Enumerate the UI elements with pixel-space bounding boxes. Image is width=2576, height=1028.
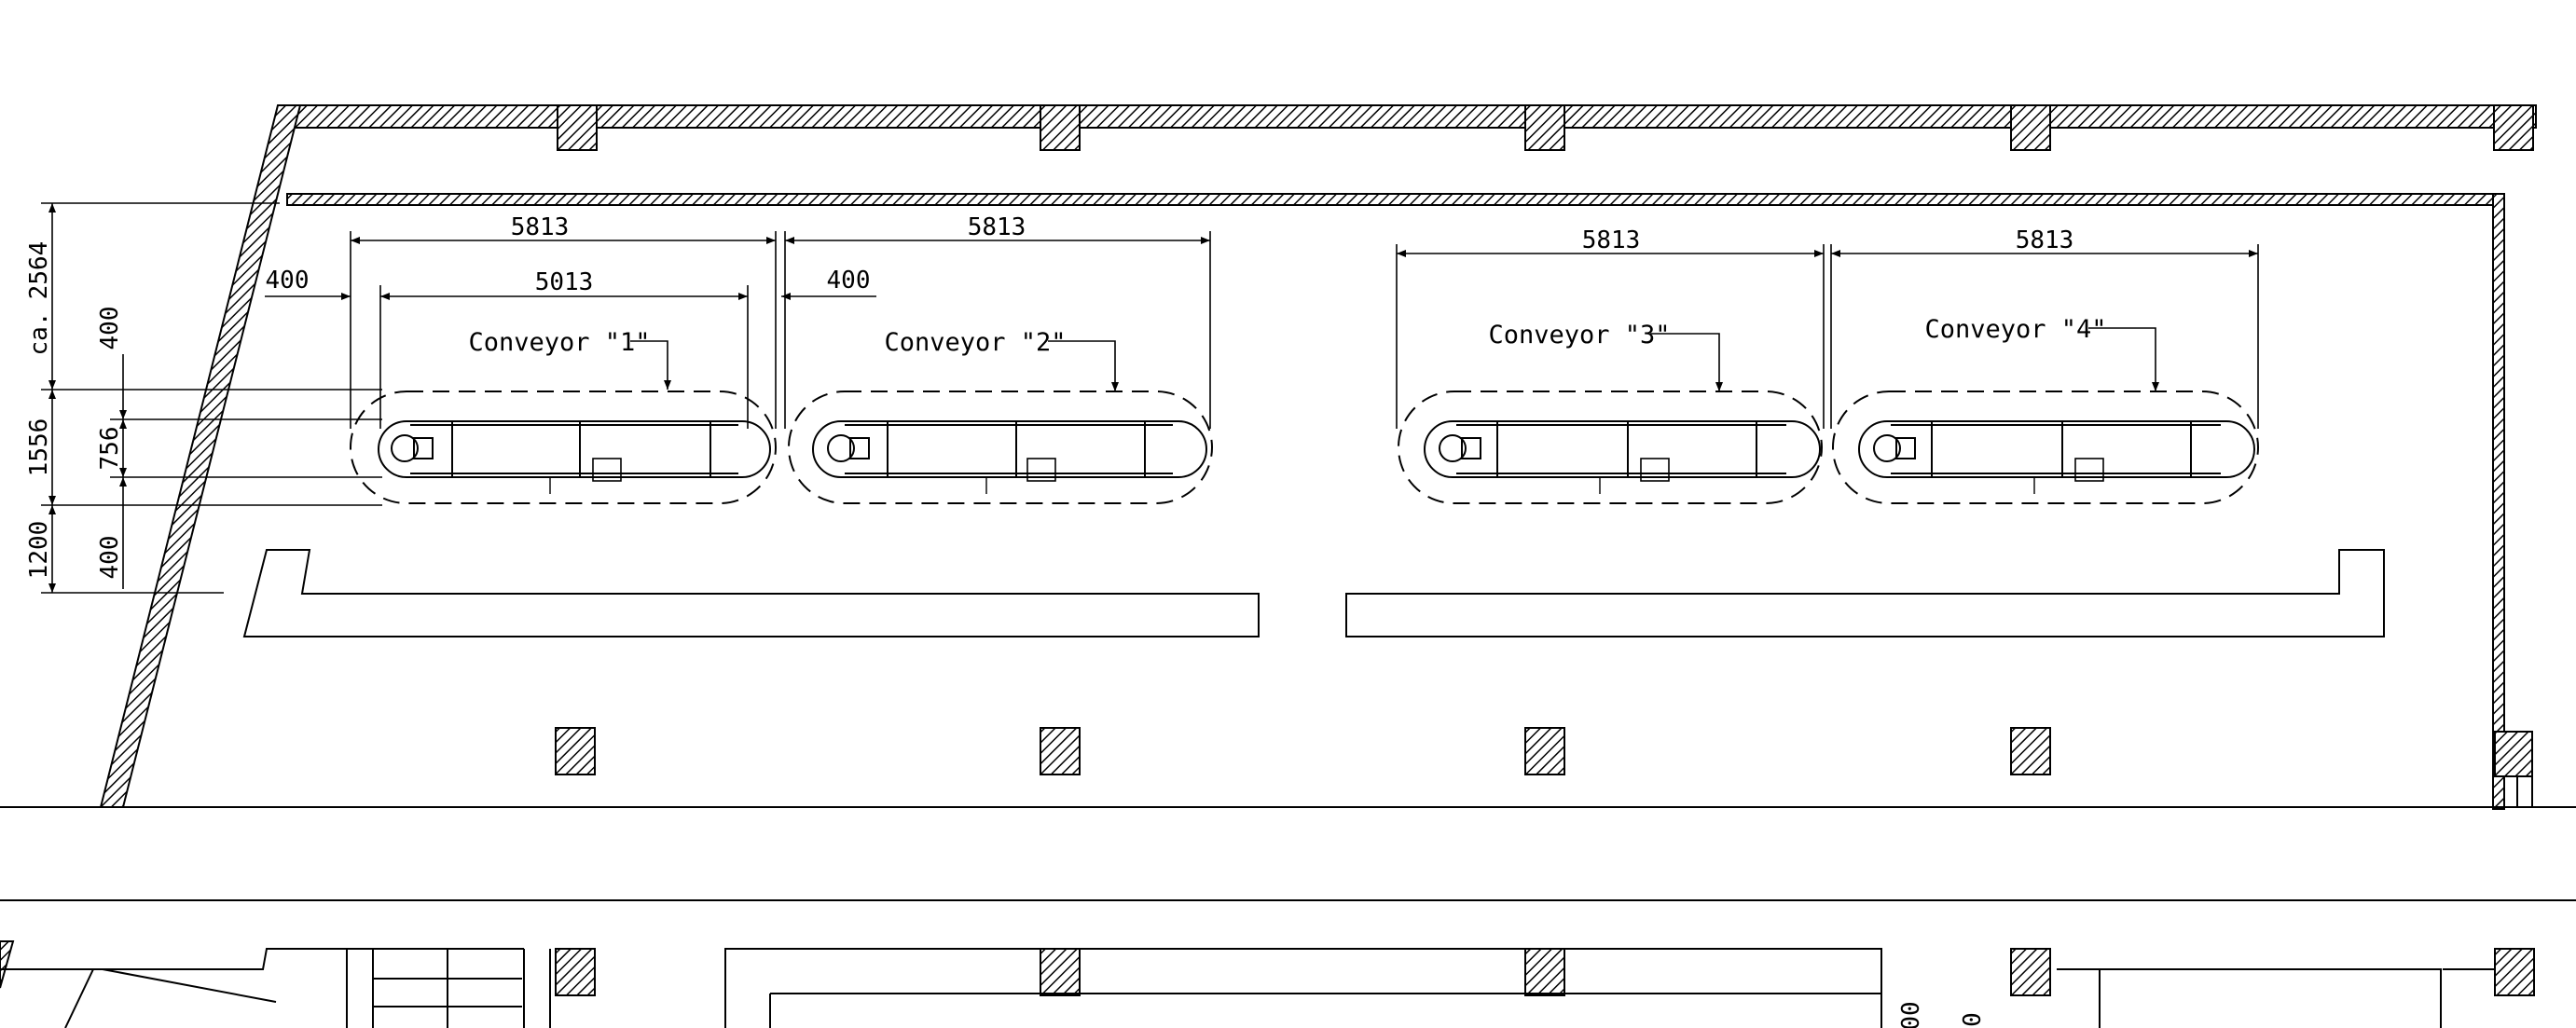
dim-5813-1: 5813 [511,213,570,241]
column [1524,948,1565,996]
column [1040,727,1081,775]
conveyor-2 [788,391,1213,504]
slanted-wall-lower [0,940,15,989]
column [1524,727,1565,775]
columns-row [555,727,2051,775]
lower-floor [0,940,2535,1028]
drive-unit [1873,434,1901,462]
dim-400-left: 400 [266,267,310,295]
conveyor-1 [350,391,777,504]
wall-pier [557,104,598,151]
column [555,948,596,996]
platform-left [242,549,1260,637]
conveyor-4 [1832,391,2259,504]
conveyor-body [378,420,771,478]
conveyor-3 [1398,391,1823,504]
column [2010,948,2051,996]
conveyor-envelope [1398,391,1823,504]
column [2010,727,2051,775]
conveyor-labels: Conveyor "1" Conveyor "2" Conveyor "3" C… [468,315,2106,357]
electrical-box [2074,458,2104,482]
lower-room [724,948,1882,1028]
dimension-lines-left [41,202,382,594]
conveyor-envelope [788,391,1213,504]
dim-5013: 5013 [535,268,594,296]
dimension-lines-top [265,231,2259,429]
slanted-wall [99,104,302,808]
inner-wall-right [2492,193,2505,810]
floor-markings [242,549,2385,637]
dimension-texts: 5813 5813 5813 5813 5013 400 400 00 0 [266,213,2074,1028]
conveyor-body [1424,420,1821,478]
dim-5813-4: 5813 [2016,226,2074,254]
conveyor-1-label: Conveyor "1" [468,328,650,357]
drive-motor [413,437,434,459]
conveyor-body [1858,420,2255,478]
dim-1556: 1556 [25,418,53,477]
drive-unit [827,434,855,462]
dim-bottom-partial: 00 [1897,1001,1925,1028]
dim-1200: 1200 [25,521,53,580]
drive-motor [1895,437,1916,459]
electrical-box [592,458,622,482]
vertical-dimension-texts: ca. 2564 1556 1200 400 756 400 [25,241,124,580]
dim-ca: ca. [25,312,53,356]
drive-unit [1439,434,1467,462]
drive-unit [391,434,419,462]
column [2494,948,2535,996]
electrical-box [1640,458,1670,482]
conveyor-2-label: Conveyor "2" [884,328,1066,357]
label-leaders [630,327,2159,391]
drive-motor [849,437,870,459]
conveyor-envelope [1832,391,2259,504]
dim-5813-3: 5813 [1582,226,1641,254]
drive-motor [1461,437,1481,459]
inner-wall [286,193,2505,206]
right-column [2494,731,2533,777]
column [555,727,596,775]
building-walls [0,104,2576,901]
stair-outline [0,948,348,1028]
dim-400-mid: 400 [827,267,871,295]
conveyor-4-label: Conveyor "4" [1924,315,2106,344]
conveyor-envelope [350,391,777,504]
conveyor-body [812,420,1207,478]
conveyor-3-label: Conveyor "3" [1488,321,1670,350]
lower-equipment [2099,968,2442,1028]
platform-right [1345,549,2385,637]
electrical-box [1026,458,1056,482]
wall-pier [1524,104,1565,151]
wall-pier [2493,104,2534,151]
dim-5813-2: 5813 [968,213,1026,241]
dim-756: 756 [96,427,124,471]
wall-pier [1040,104,1081,151]
dim-bottom-partial-2: 0 [1959,1012,1987,1027]
column [1040,948,1081,996]
dim-2564: 2564 [25,241,53,300]
dim-400-right-bottom: 400 [96,536,124,580]
top-wall [279,104,2537,129]
dim-400-right-top: 400 [96,307,124,350]
wall-pier [2010,104,2051,151]
